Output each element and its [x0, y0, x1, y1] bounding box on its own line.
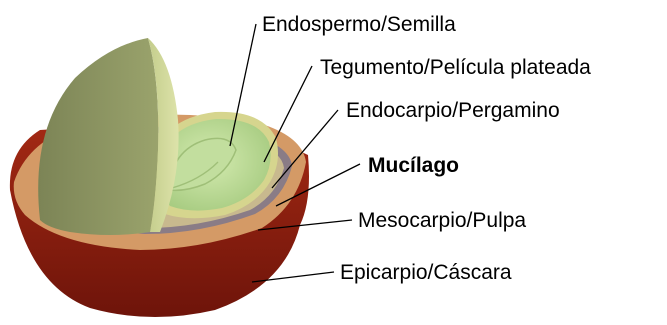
label-endocarp: Endocarpio/Pergamino [346, 99, 560, 122]
label-mucilage: Mucílago [368, 154, 459, 177]
label-mesocarp: Mesocarpio/Pulpa [358, 209, 526, 232]
label-epicarp: Epicarpio/Cáscara [340, 261, 512, 284]
label-tegument: Tegumento/Película plateada [320, 56, 591, 79]
seed-dome-back [38, 38, 158, 235]
label-endosperm: Endospermo/Semilla [262, 13, 456, 36]
